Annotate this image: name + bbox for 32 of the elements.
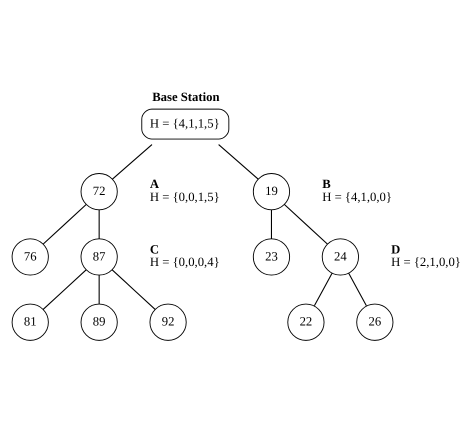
node-circle: 87 [80, 238, 118, 276]
node-label: D [391, 242, 400, 256]
connector [112, 269, 156, 310]
node-label: C [150, 242, 160, 256]
node-circle: 23 [252, 238, 290, 276]
connector [314, 272, 333, 306]
connector [348, 272, 367, 306]
node-label: H = {4,1,0,0} [322, 190, 392, 204]
node-label: H = {0,0,1,5} [150, 190, 220, 204]
node-circle: 19 [252, 173, 290, 210]
node-circle: 22 [287, 304, 325, 341]
connector [112, 144, 152, 180]
node-circle: 72 [80, 173, 118, 210]
node-circle: 76 [12, 238, 49, 276]
node-label: Base Station [152, 90, 220, 104]
connector [42, 269, 87, 310]
connector [98, 210, 100, 239]
node-circle: 24 [322, 238, 359, 276]
node-circle: 81 [12, 304, 49, 341]
node-circle: 92 [149, 304, 187, 341]
node-circle: 89 [80, 304, 118, 341]
node-label: A [150, 177, 160, 192]
connector [42, 204, 87, 245]
connector [270, 210, 272, 239]
node-label: H = {0,0,0,4} [150, 255, 220, 270]
connector [98, 275, 100, 304]
node-label: B [322, 177, 331, 192]
connector [218, 144, 259, 180]
node-circle: 26 [356, 304, 394, 341]
node-label: H = {2,1,0,0} [391, 255, 461, 270]
node-box: H = {4,1,1,5} [141, 108, 230, 140]
connector [284, 204, 328, 245]
